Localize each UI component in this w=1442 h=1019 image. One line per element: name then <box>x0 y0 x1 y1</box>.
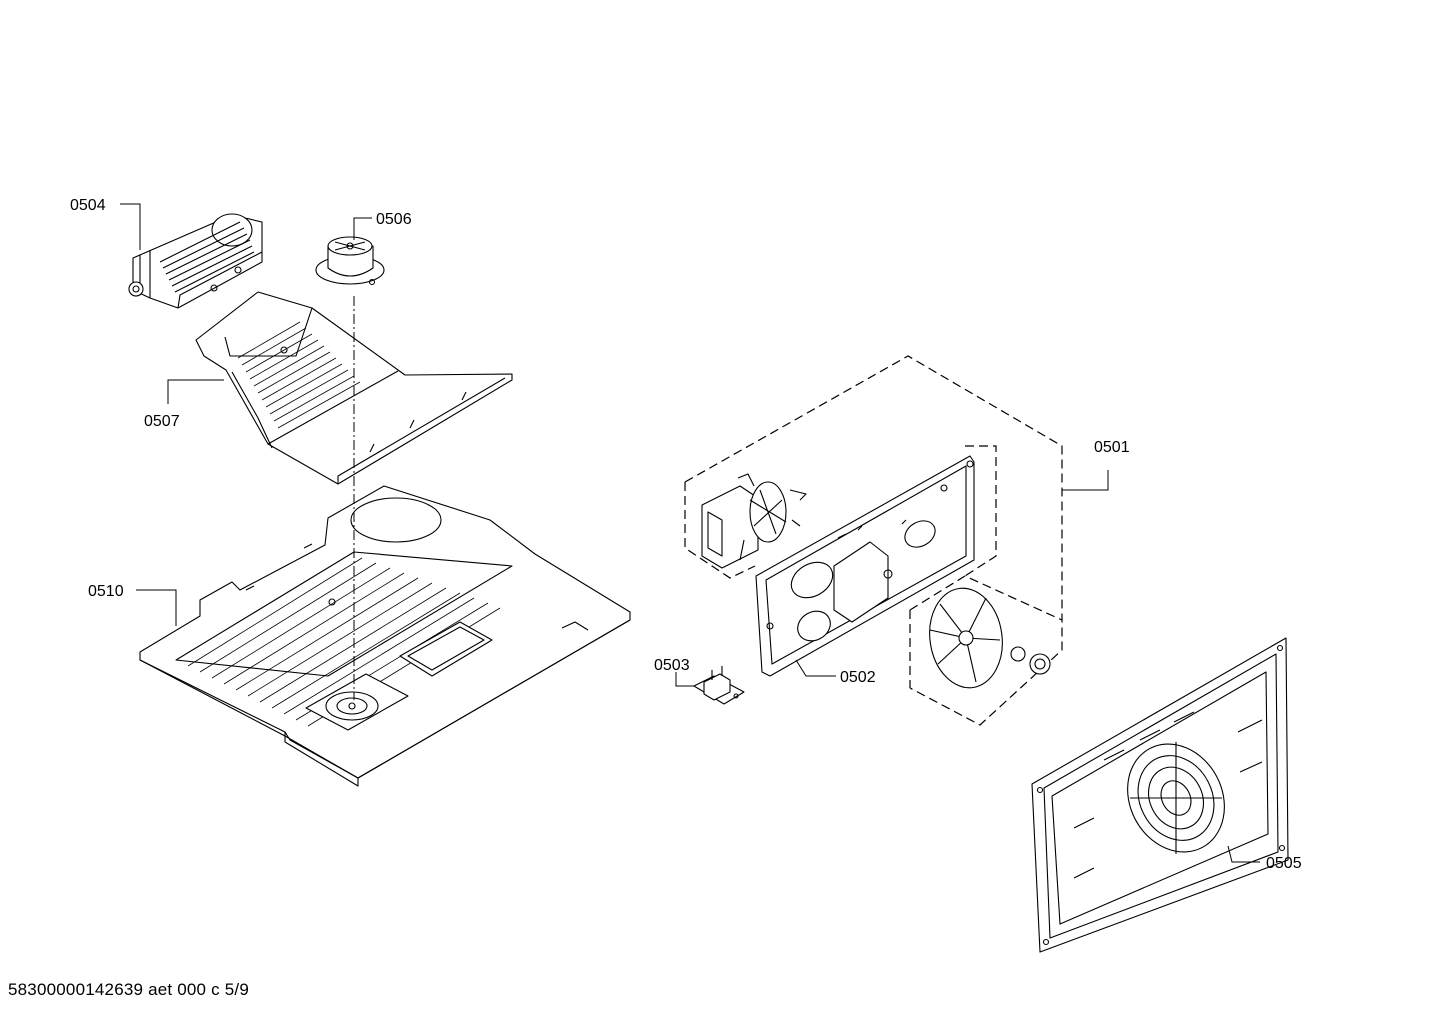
motor-subgroup-boundary <box>684 482 756 579</box>
part-0506-duct-connector[interactable] <box>315 236 385 286</box>
part-0505-rear-panel[interactable] <box>1031 637 1289 953</box>
label-0506: 0506 <box>376 211 412 228</box>
label-0510: 0510 <box>88 583 124 600</box>
label-0503: 0503 <box>654 657 690 674</box>
label-0507: 0507 <box>144 413 180 430</box>
label-0501: 0501 <box>1094 439 1130 456</box>
label-0505: 0505 <box>1266 855 1302 872</box>
part-0502-mounting-plate[interactable] <box>755 455 975 677</box>
part-0504-tangential-fan[interactable] <box>128 213 263 309</box>
part-0503-thermostat[interactable] <box>693 666 745 705</box>
fan-subgroup-boundary <box>909 575 1063 688</box>
label-0502: 0502 <box>840 669 876 686</box>
part-0501-fan-motor[interactable] <box>701 473 807 569</box>
part-0501-fan-wheel[interactable] <box>923 583 1051 692</box>
group-0501-boundary <box>684 355 1063 726</box>
leader-lines <box>120 203 1260 863</box>
drawing-code-footer: 58300000142639 aet 000 c 5/9 <box>8 980 249 999</box>
plate-subgroup-boundary <box>964 445 997 577</box>
part-0510-base-plate[interactable] <box>139 485 631 787</box>
label-0504: 0504 <box>70 197 106 214</box>
